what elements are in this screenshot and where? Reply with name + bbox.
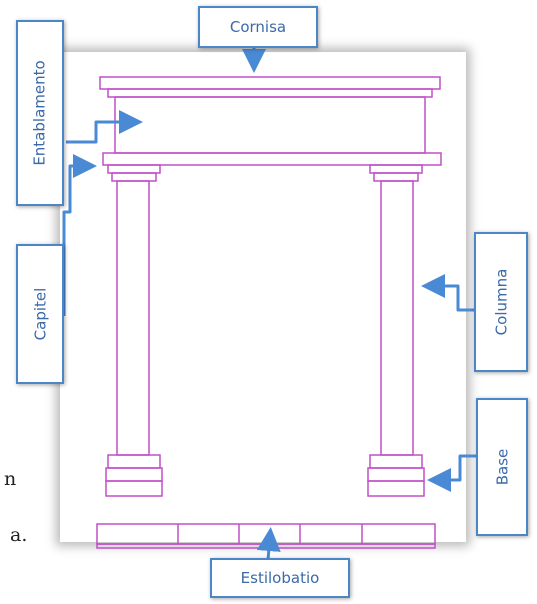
base-left-middle <box>105 467 163 482</box>
label-estilobatio: Estilobatio <box>210 558 350 598</box>
entablature <box>114 96 426 154</box>
base-left-lower <box>105 480 163 497</box>
capital-left <box>107 164 161 174</box>
label-estilobatio-text: Estilobatio <box>240 569 320 587</box>
label-cornisa: Cornisa <box>198 6 318 48</box>
arrow-capitel <box>62 154 97 316</box>
label-base-text: Base <box>493 448 511 486</box>
stylobate <box>96 523 436 545</box>
background-text-2: a. <box>10 524 28 546</box>
column-left-shaft <box>116 180 150 456</box>
label-base: Base <box>476 398 528 536</box>
arrow-base <box>427 454 476 492</box>
capital-right-lower <box>373 172 419 182</box>
label-capitel: Capitel <box>16 244 64 384</box>
label-capitel-text: Capitel <box>31 287 50 341</box>
capital-right <box>369 164 423 174</box>
arrow-columna <box>421 274 474 312</box>
label-columna: Columna <box>474 232 528 372</box>
arrow-entablamento <box>66 110 143 144</box>
arrow-estilobatio <box>256 527 281 561</box>
cornice-bottom <box>107 88 433 98</box>
base-left-upper <box>107 454 161 469</box>
base-right-lower <box>367 480 425 497</box>
label-cornisa-text: Cornisa <box>229 18 287 36</box>
base-right-middle <box>367 467 425 482</box>
capital-band <box>102 152 442 166</box>
capital-left-lower <box>111 172 157 182</box>
base-right-upper <box>369 454 423 469</box>
label-entablamento: Entablamento <box>16 20 64 206</box>
label-columna-text: Columna <box>492 268 511 336</box>
label-entablamento-text: Entablamento <box>31 60 50 166</box>
cornice-top <box>99 76 441 90</box>
column-right-shaft <box>380 180 414 456</box>
background-text-1: n <box>4 468 17 490</box>
stylobate-edge <box>96 543 436 549</box>
